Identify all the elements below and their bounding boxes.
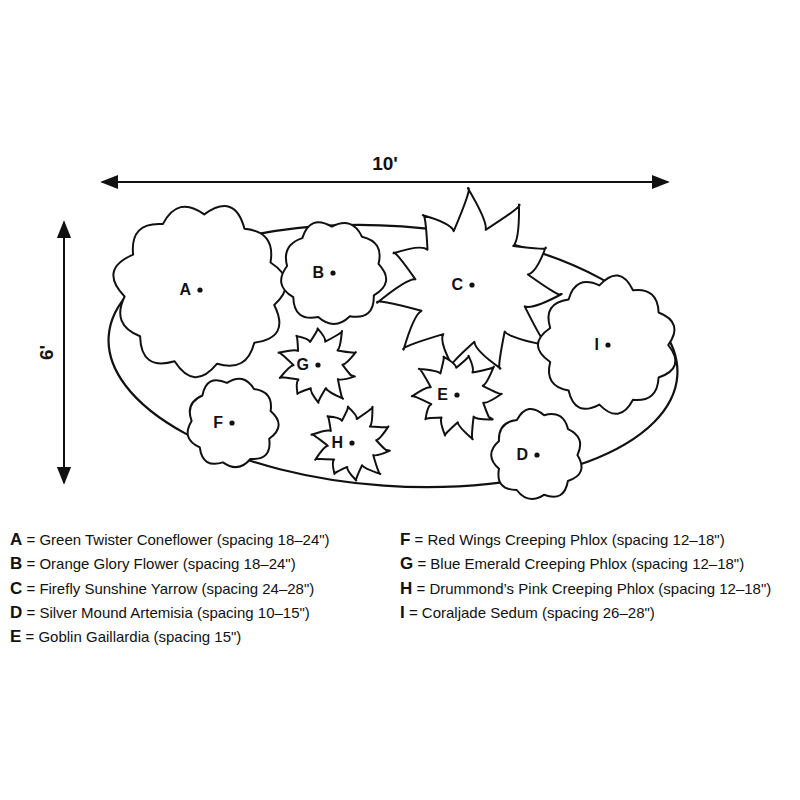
plant-center-dot [349,440,354,445]
plant-center-dot [330,270,335,275]
plant-shape: I [524,261,692,429]
plant-outline [401,339,513,451]
plant-letter: G [297,357,309,373]
plant-shape: F [176,367,288,479]
plant-center-dot [469,282,474,287]
plant-center-dot [605,342,610,347]
width-dimension [102,181,668,183]
dimension-label: 6' [38,341,57,362]
plant-center-dot [534,452,539,457]
plant-letter: F [213,415,223,431]
legend-entry: I = Coraljade Sedum (spacing 26–28") [400,603,655,623]
plant-outline [176,367,288,479]
plant-letter: A [179,282,191,298]
legend-entry: D = Silver Mound Artemisia (spacing 10–1… [10,603,310,623]
legend-entry: C = Firefly Sunshine Yarrow (spacing 24–… [10,579,314,599]
plant-center-dot [197,287,202,292]
legend-entry: G = Blue Emerald Creeping Phlox (spacing… [400,554,744,574]
legend-entry: H = Drummond’s Pink Creeping Phlox (spac… [400,579,771,599]
legend-entry: E = Goblin Gaillardia (spacing 15") [10,627,241,647]
plant-shape: H [302,393,402,493]
plant-shape: A [94,184,306,396]
legend-entry: B = Orange Glory Flower (spacing 18–24") [10,554,296,574]
plant-letter: I [595,337,599,353]
plant-outline [94,184,306,396]
plant-shape: D [481,399,593,511]
legend-entry: A = Green Twister Coneflower (spacing 18… [10,530,330,550]
plant-outline [302,393,402,493]
dimension-label: 10' [369,154,401,173]
plant-outline [268,208,398,338]
plant-outline [268,315,368,415]
plant-center-dot [454,392,459,397]
plant-letter: H [331,435,343,451]
plant-letter: E [437,387,448,403]
plant-center-dot [229,420,234,425]
plant-letter: D [516,447,528,463]
height-dimension [63,222,65,483]
plant-shape: E [401,339,513,451]
plant-letter: B [312,265,324,281]
plant-outline [524,261,692,429]
legend-entry: F = Red Wings Creeping Phlox (spacing 12… [400,530,725,550]
plant-letter: C [451,277,463,293]
plant-outline [481,399,593,511]
plant-shape: B [268,208,398,338]
plant-shape: G [268,315,368,415]
plant-center-dot [315,362,320,367]
bed-ellipse [100,206,687,505]
